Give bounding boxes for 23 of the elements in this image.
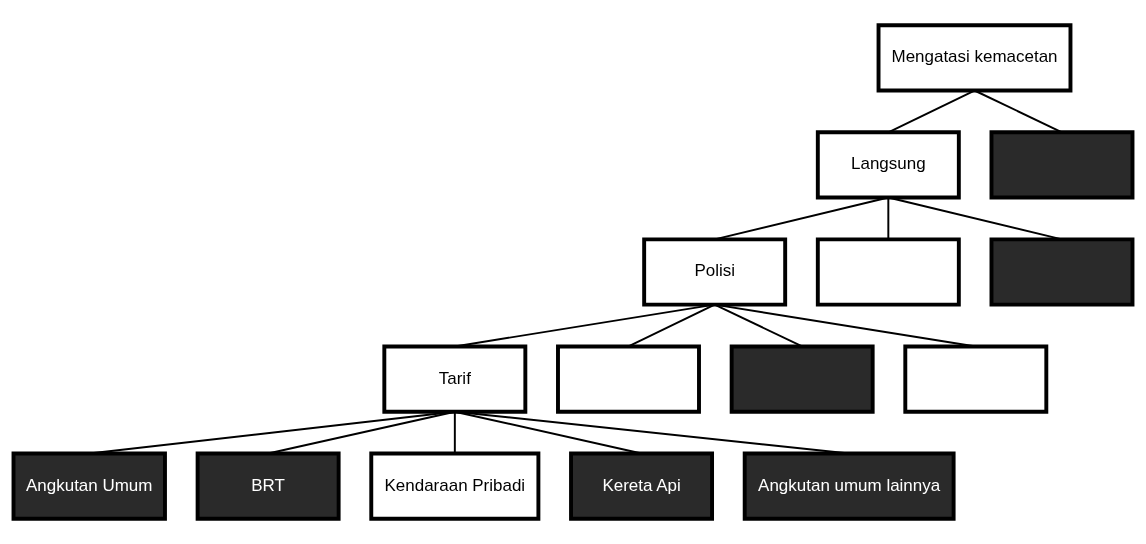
node-box: Kereta Api	[569, 451, 714, 521]
node-box	[989, 237, 1135, 307]
node-box: Angkutan umum lainnya	[742, 451, 956, 521]
node-box: Mengatasi kemacetan	[876, 23, 1073, 93]
connector	[973, 89, 1063, 134]
connector	[887, 196, 890, 241]
node-box	[815, 237, 961, 307]
node-box: Angkutan Umum	[11, 451, 167, 521]
node-box	[989, 130, 1135, 200]
connector	[267, 410, 456, 455]
node-box	[556, 344, 701, 414]
node-box: Polisi	[642, 237, 788, 307]
connector	[453, 410, 456, 455]
node-box: Tarif	[382, 344, 528, 414]
connector	[887, 89, 976, 134]
connector	[627, 303, 716, 348]
node-box	[729, 344, 875, 414]
node-box: Langsung	[815, 130, 961, 200]
node-box: Kendaraan Pribadi	[369, 451, 541, 521]
connector	[887, 196, 1063, 241]
connector	[713, 303, 804, 348]
node-box: BRT	[195, 451, 341, 521]
node-box	[903, 344, 1049, 414]
